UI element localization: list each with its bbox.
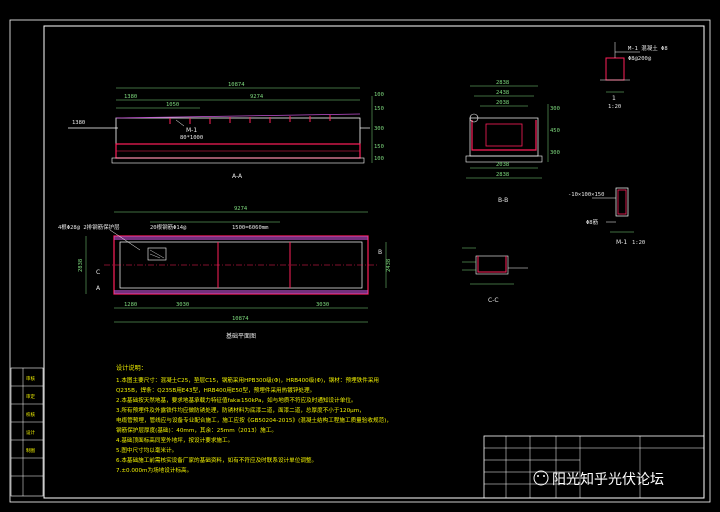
stamp-row-4: 设计 bbox=[26, 429, 35, 436]
drawing-frame bbox=[43, 25, 705, 499]
watermark: 阳光知乎光伏论坛 bbox=[533, 470, 664, 488]
note-line-3: 2.本基础按天然地基，要求地基承载力特征值fak≥150kPa，如与地质不符应及… bbox=[116, 396, 357, 404]
aa-inner-dim: 9274 bbox=[250, 94, 264, 100]
cc-title: C-C bbox=[488, 297, 499, 304]
detail1-note: M-1 混凝土 Φ8 bbox=[628, 44, 668, 52]
aa-right-dim-5: 100 bbox=[374, 156, 384, 162]
note-line-8: 5.图中尺寸均以毫米计。 bbox=[116, 446, 177, 454]
aa-right-dim-3: 300 bbox=[374, 126, 384, 132]
aa-title: A-A bbox=[232, 173, 243, 180]
plan-left-dim: 2838 bbox=[78, 259, 84, 272]
section-bb: 2838 2438 2038 2038 2838 300 450 300 B-B bbox=[465, 80, 560, 204]
note-line-4: 3.所有预埋件及外露铁件均应做防锈处理，防锈材料为底漆二道，面漆二道，总厚度不小… bbox=[116, 406, 365, 414]
notes-heading: 设计说明： bbox=[116, 364, 147, 372]
note-line-10: 7.±0.000m为场地设计标高。 bbox=[116, 466, 192, 474]
wechat-icon bbox=[533, 470, 549, 486]
detail-1: M-1 混凝土 Φ8 Φ8@200@ 1 1:20 bbox=[600, 42, 668, 110]
bb-bottom-dim-1: 2038 bbox=[496, 162, 509, 168]
stamp-row-1: 审核 bbox=[26, 375, 35, 382]
note-line-2: Q235B，焊条：Q235B用E43型，HRB400用E50型，预埋件采用热镀锌… bbox=[116, 386, 315, 394]
plan-mark-c: C bbox=[96, 269, 100, 276]
bb-right-dim-1: 300 bbox=[550, 106, 560, 112]
bb-bottom-dim-2: 2838 bbox=[496, 172, 509, 178]
plan-bottom-dim-1: 1280 bbox=[124, 302, 137, 308]
note-line-6: 钢筋保护层厚度(基础)：40mm，其余：25mm（2013）施工。 bbox=[116, 426, 277, 434]
stamp-row-5: 制图 bbox=[26, 447, 35, 454]
design-notes: 设计说明： 1.本图主要尺寸：混凝土C25，垫层C15，钢筋采用HPB300级(… bbox=[116, 364, 392, 474]
note-line-9: 6.本基础施工前需核实设备厂家的基础资料，如有不符应及时联系设计单位调整。 bbox=[116, 456, 317, 464]
watermark-text: 阳光知乎光伏论坛 bbox=[552, 471, 664, 488]
sheet-border bbox=[9, 19, 711, 503]
aa-label-m1: M-1 bbox=[186, 127, 197, 134]
detail1-note2: Φ8@200@ bbox=[628, 56, 652, 62]
plan-top-dim: 9274 bbox=[234, 206, 248, 212]
plan-title: 基础平面图 bbox=[226, 332, 256, 340]
note-line-5: 电缆管预埋，管线应与设备专业配合施工，施工应按《GB50204-2015》(混凝… bbox=[116, 416, 392, 424]
bb-right-dim-2: 450 bbox=[550, 128, 560, 134]
m1-note2: Φ8筋 bbox=[586, 218, 599, 226]
m1-title: M-1 bbox=[616, 239, 627, 246]
side-stamp: 审核 审定 校核 设计 制图 bbox=[10, 367, 44, 497]
plan-bottom-dim-2: 3030 bbox=[176, 302, 189, 308]
plan-top-note2: 1500=6060mm bbox=[232, 225, 269, 231]
foundation-plan: C A B 9274 20根钢筋Φ14@ 1500=6060mm 4根Φ28@ … bbox=[58, 206, 392, 340]
aa-right-dim-2: 150 bbox=[374, 106, 384, 112]
plan-top-note: 20根钢筋Φ14@ bbox=[150, 223, 187, 231]
aa-right-dim-4: 150 bbox=[374, 144, 384, 150]
stamp-row-3: 校核 bbox=[26, 411, 35, 418]
plan-overall-bottom: 10874 bbox=[232, 316, 249, 322]
plan-mark-b: B bbox=[378, 249, 382, 256]
section-cc: C-C bbox=[462, 247, 528, 304]
stamp-row-2: 审定 bbox=[26, 393, 35, 400]
aa-label-m1-sub: 80*1000 bbox=[180, 135, 203, 141]
title-block bbox=[483, 435, 705, 499]
bb-title: B-B bbox=[498, 197, 508, 204]
note-line-1: 1.本图主要尺寸：混凝土C25，垫层C15，钢筋采用HPB300级(Φ)，HRB… bbox=[116, 376, 379, 384]
bb-top-dim-3: 2038 bbox=[496, 100, 509, 106]
section-aa: 10874 1380 9274 1050 1380 M-1 80*1000 10… bbox=[68, 82, 384, 180]
m1-scale: 1:20 bbox=[632, 240, 645, 246]
aa-mid-dim: 1050 bbox=[166, 102, 179, 108]
bb-right-dim-3: 300 bbox=[550, 150, 560, 156]
aa-tag-left: 1380 bbox=[72, 120, 85, 126]
plan-right-dim: 2438 bbox=[386, 259, 392, 272]
aa-left-dim: 1380 bbox=[124, 94, 137, 100]
plan-bottom-dim-3: 3030 bbox=[316, 302, 329, 308]
m1-note: -10×100×150 bbox=[568, 192, 604, 198]
bb-top-dim-1: 2838 bbox=[496, 80, 509, 86]
detail-m1: -10×100×150 Φ8筋 M-1 1:20 bbox=[568, 187, 645, 246]
detail1-scale: 1:20 bbox=[608, 104, 621, 110]
note-line-7: 4.基础顶面标高同室外地坪，按设计要求施工。 bbox=[116, 436, 233, 444]
bb-top-dim-2: 2438 bbox=[496, 90, 509, 96]
aa-overall-dim: 10874 bbox=[228, 82, 245, 88]
aa-right-dim-1: 100 bbox=[374, 92, 384, 98]
plan-callout: 4根Φ28@ 2排钢筋保护层 bbox=[58, 223, 120, 231]
plan-mark-a: A bbox=[96, 285, 101, 292]
detail1-title: 1 bbox=[612, 95, 616, 102]
